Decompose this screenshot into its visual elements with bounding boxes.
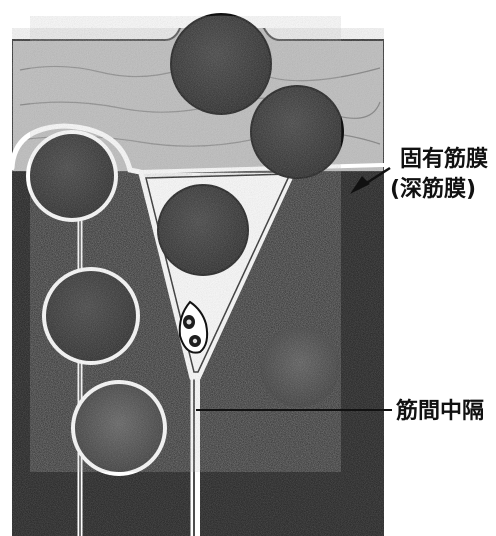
annotation-fascia: 固有筋膜 (深筋膜) [350, 146, 488, 202]
triangle-right-wall [195, 169, 296, 381]
deep-fascia-line [138, 163, 386, 174]
neurovascular-bundle [178, 300, 209, 354]
left-bulge-outline [9, 123, 143, 175]
fascia-pointer-arrowhead [350, 176, 370, 194]
annotation-septum: 筋間中隔 [196, 398, 484, 424]
muscle-fibers [26, 13, 344, 476]
fascia-label-line1: 固有筋膜 [400, 146, 488, 172]
septum-label: 筋間中隔 [395, 398, 484, 424]
fascia-label-line2: (深筋膜) [390, 176, 476, 202]
